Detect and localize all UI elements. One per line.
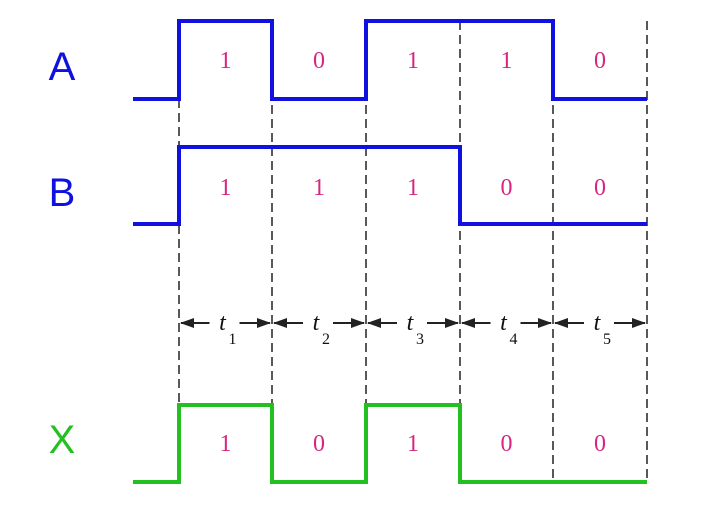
interval-label: t [313,310,321,336]
arrowhead-left-icon [554,318,568,328]
bit-value: 1 [313,175,325,201]
bit-value: 0 [594,175,606,201]
arrowhead-right-icon [538,318,552,328]
waveform-x [133,403,647,484]
interval-label: t [594,310,602,336]
arrowhead-right-icon [351,318,365,328]
bit-value: 0 [501,431,513,457]
arrowhead-left-icon [367,318,381,328]
waveform-a [133,19,647,101]
signal-label-x: X [49,418,76,462]
interval-label: t [500,310,508,336]
signal-label-a: A [49,45,76,89]
interval-label: t [219,310,227,336]
interval-subscript: 4 [510,331,518,348]
interval-label: t [407,310,415,336]
interval-subscript: 2 [322,331,330,348]
interval-subscript: 1 [229,331,237,348]
interval-subscript: 3 [416,331,424,348]
bit-value: 1 [407,48,419,74]
arrowhead-left-icon [180,318,194,328]
waveform-b [133,145,647,226]
bit-value: 1 [407,431,419,457]
bit-value: 0 [313,48,325,74]
arrowhead-right-icon [632,318,646,328]
bit-value: 1 [501,48,513,74]
bit-value: 1 [220,175,232,201]
arrowhead-right-icon [257,318,271,328]
bit-value: 0 [594,48,606,74]
bit-value: 1 [220,431,232,457]
bit-value: 0 [594,431,606,457]
bit-value: 0 [313,431,325,457]
bit-value: 1 [407,175,419,201]
arrowhead-right-icon [445,318,459,328]
bit-value: 1 [220,48,232,74]
bit-value: 0 [501,175,513,201]
arrowhead-left-icon [273,318,287,328]
interval-subscript: 5 [603,331,611,348]
signal-label-b: B [49,171,76,215]
arrowhead-left-icon [461,318,475,328]
